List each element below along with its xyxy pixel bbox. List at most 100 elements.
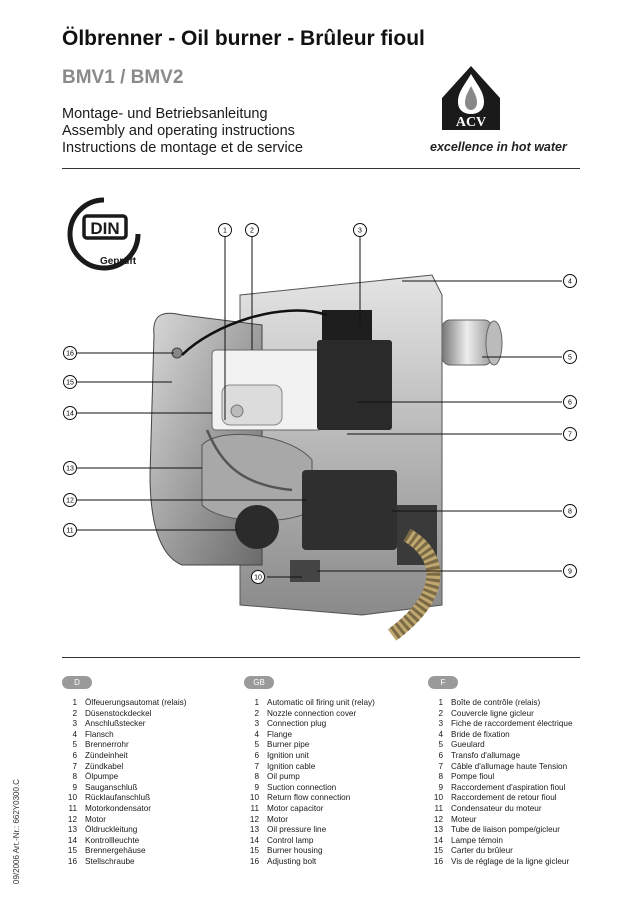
part-label: Suction connection bbox=[267, 782, 337, 792]
part-number: 8 bbox=[438, 772, 443, 782]
callout-13: 13 bbox=[63, 461, 77, 475]
part-number: 11 bbox=[250, 803, 260, 813]
part-number: 6 bbox=[72, 750, 77, 760]
part-label: Stellschraube bbox=[85, 856, 135, 866]
part-label: Motor capacitor bbox=[267, 803, 324, 813]
part-label: Gueulard bbox=[451, 740, 485, 750]
part-label: Flange bbox=[267, 729, 293, 739]
part-label: Brennergehäuse bbox=[85, 846, 146, 856]
part-number: 16 bbox=[433, 856, 443, 866]
part-label: Motorkondensator bbox=[85, 803, 151, 813]
part-label: Burner housing bbox=[267, 846, 323, 856]
part-label: Oil pressure line bbox=[267, 825, 327, 835]
part-number: 2 bbox=[72, 708, 77, 718]
header-divider bbox=[62, 168, 580, 169]
part-number: 3 bbox=[254, 719, 259, 729]
part-label: Ölpumpe bbox=[85, 772, 119, 782]
part-label: Connection plug bbox=[267, 719, 327, 729]
part-label: Automatic oil firing unit (relay) bbox=[267, 698, 375, 707]
part-number: 11 bbox=[68, 803, 78, 813]
part-number: 3 bbox=[438, 719, 443, 729]
list-item: 12 Motor bbox=[62, 815, 186, 826]
part-number: 1 bbox=[438, 698, 443, 707]
model-subtitle: BMV1 / BMV2 bbox=[62, 67, 184, 88]
part-number: 5 bbox=[438, 740, 443, 750]
part-label: Brennerrohr bbox=[85, 740, 129, 750]
part-number: 5 bbox=[72, 740, 77, 750]
part-label: Lampe témoin bbox=[451, 835, 503, 845]
part-number: 14 bbox=[249, 835, 259, 845]
part-label: Ignition unit bbox=[267, 750, 309, 760]
part-number: 9 bbox=[438, 782, 443, 792]
brand-tagline: excellence in hot water bbox=[430, 140, 567, 154]
part-label: Pompe fioul bbox=[451, 772, 495, 782]
svg-text:1: 1 bbox=[223, 228, 227, 235]
list-item: 1 Boîte de contrôle (relais) bbox=[428, 698, 573, 709]
part-label: Burner pipe bbox=[267, 740, 310, 750]
svg-text:8: 8 bbox=[568, 509, 572, 516]
din-certification-badge: DIN Geprüft bbox=[67, 197, 141, 271]
part-number: 15 bbox=[249, 846, 259, 856]
callout-5: 5 bbox=[563, 350, 577, 364]
part-label: Motor bbox=[85, 814, 106, 824]
language-badge-de: D bbox=[62, 676, 92, 689]
part-number: 6 bbox=[254, 750, 259, 760]
callout-3: 3 bbox=[353, 223, 367, 237]
svg-text:11: 11 bbox=[66, 528, 73, 535]
parts-divider bbox=[62, 657, 580, 658]
callout-2: 2 bbox=[245, 223, 259, 237]
svg-text:13: 13 bbox=[66, 466, 74, 473]
document-code: 09/2006 Art.-Nr.: 662Y0300.C bbox=[12, 779, 21, 884]
part-label: Zündeinheit bbox=[85, 750, 128, 760]
part-number: 12 bbox=[67, 814, 77, 824]
part-label: Bride de fixation bbox=[451, 729, 510, 739]
description-line-fr: Instructions de montage et de service bbox=[62, 140, 303, 156]
part-number: 3 bbox=[72, 719, 77, 729]
part-label: Moteur bbox=[451, 814, 477, 824]
part-label: Couvercle ligne gicleur bbox=[451, 708, 534, 718]
callout-markers: 1 2 3 4 5 6 7 8 9 10 11 12 13 14 15 16 bbox=[63, 223, 577, 584]
acv-logo: ACV bbox=[442, 66, 500, 130]
language-badge-gb: GB bbox=[244, 676, 274, 689]
svg-text:14: 14 bbox=[66, 411, 74, 418]
page-title: Ölbrenner - Oil burner - Brûleur fioul bbox=[62, 27, 425, 50]
part-label: Anschlußstecker bbox=[85, 719, 146, 729]
part-label: Boîte de contrôle (relais) bbox=[451, 698, 541, 707]
part-label: Control lamp bbox=[267, 835, 314, 845]
part-label: Raccordement d'aspiration fioul bbox=[451, 782, 566, 792]
list-item: 3 Connection plug bbox=[244, 719, 375, 730]
svg-text:6: 6 bbox=[568, 400, 572, 407]
part-label: Carter du brûleur bbox=[451, 846, 513, 856]
part-label: Tube de liaison pompe/gicleur bbox=[451, 825, 560, 835]
description-line-de: Montage- und Betriebsanleitung bbox=[62, 106, 268, 122]
part-label: Ölfeuerungsautomat (relais) bbox=[85, 698, 187, 707]
part-number: 12 bbox=[249, 814, 259, 824]
part-number: 9 bbox=[72, 782, 77, 792]
part-number: 9 bbox=[254, 782, 259, 792]
part-label: Vis de réglage de la ligne gicleur bbox=[451, 856, 570, 866]
callout-7: 7 bbox=[563, 427, 577, 441]
svg-text:10: 10 bbox=[254, 575, 262, 582]
